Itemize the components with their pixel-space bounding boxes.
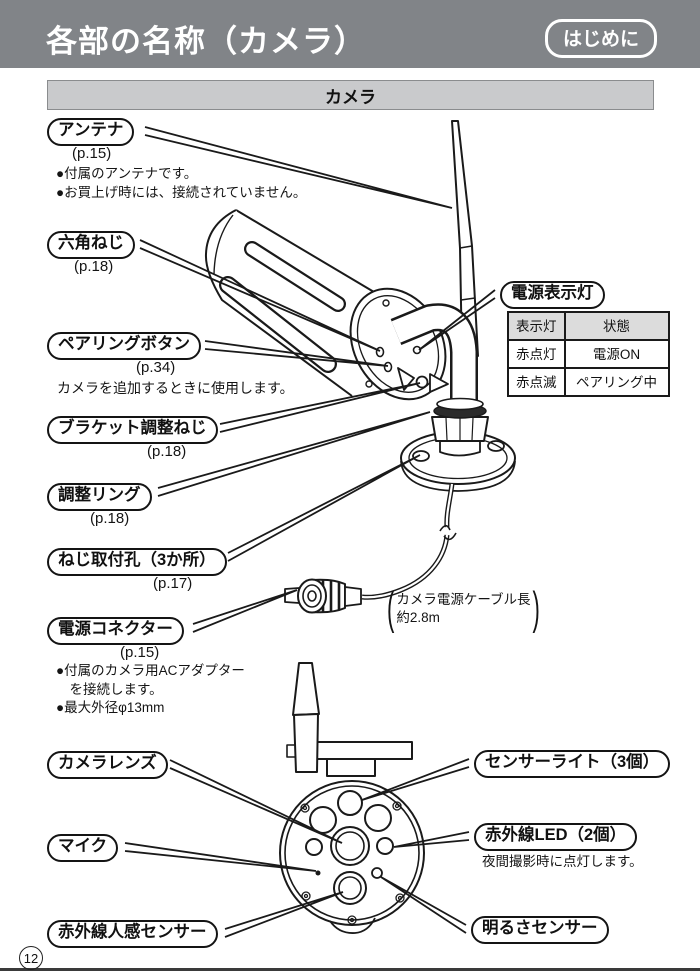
power-cable-part (361, 483, 457, 600)
notes-antenna: ●付属のアンテナです。 ●お買上げ時には、接続されていません。 (56, 166, 307, 200)
ir-led-part (305, 838, 323, 856)
label-hex-screw: 六角ねじ (47, 231, 135, 259)
label-screw-holes: ねじ取付孔（3か所） (47, 548, 227, 576)
table-header-row: 表示灯 状態 (507, 311, 670, 341)
section-bar: カメラ (47, 80, 654, 110)
table-cell: 赤点滅 (507, 367, 566, 397)
label-camera-lens: カメラレンズ (47, 751, 168, 779)
table-row: 赤点滅 ペアリング中 (507, 367, 670, 397)
label-ir-led: 赤外線LED（2個） (474, 823, 638, 851)
pageref-antenna: (p.15) (72, 145, 112, 162)
label-power-connector: 電源コネクター (47, 617, 184, 645)
caption-ir-led: 夜間撮影時に点灯します。 (482, 854, 643, 869)
cable-length-note: ( カメラ電源ケーブル長 約2.8m ) (387, 586, 540, 631)
table-cell: ペアリング中 (563, 367, 670, 397)
pairing-button-part (383, 361, 393, 373)
cable-note-line2: 約2.8m (396, 610, 440, 626)
power-connector-part (284, 578, 362, 614)
label-bracket-screw: ブラケット調整ねじ (47, 416, 218, 444)
screw-hole-part (412, 450, 430, 462)
label-brightness-sensor: 明るさセンサー (471, 916, 609, 944)
brightness-sensor-part (371, 867, 383, 879)
hex-screw-part (375, 346, 385, 358)
label-adjust-ring: 調整リング (47, 483, 152, 511)
close-paren: ) (532, 582, 540, 634)
label-sensor-light: センサーライト（3個） (474, 750, 671, 778)
power-indicator-table: 表示灯 状態 赤点灯 電源ON 赤点滅 ペアリング中 (507, 311, 670, 397)
label-antenna: アンテナ (47, 118, 135, 146)
table-cell: 電源ON (563, 339, 670, 369)
open-paren: ( (387, 582, 395, 634)
bracket-screw-part (397, 367, 449, 393)
camera-front-view (279, 662, 425, 934)
pageref-power-connector: (p.15) (120, 644, 160, 661)
page-number: 12 (19, 946, 43, 970)
adjust-ring-part (431, 397, 489, 442)
camera-side-view (204, 120, 516, 614)
pageref-hex-screw: (p.18) (74, 258, 114, 275)
table-row: 赤点灯 電源ON (507, 339, 670, 369)
sensor-light-part (337, 790, 363, 816)
page-title: 各部の名称（カメラ） (46, 24, 366, 59)
mic-part (315, 870, 321, 876)
caption-pairing-button: カメラを追加するときに使用します。 (57, 380, 294, 396)
label-pairing-button: ペアリングボタン (47, 332, 201, 360)
lens-part (330, 826, 370, 866)
table-header-cell: 表示灯 (507, 311, 566, 341)
pageref-screw-holes: (p.17) (153, 575, 193, 592)
cable-note-line1: カメラ電源ケーブル長 (396, 592, 531, 607)
pageref-adjust-ring: (p.18) (90, 510, 130, 527)
notes-power-connector: ●付属のカメラ用ACアダプター を接続します。 ●最大外径φ13mm (56, 663, 245, 716)
label-mic: マイク (47, 834, 119, 862)
screw-hole-part (487, 440, 505, 452)
table-cell: 赤点灯 (507, 339, 566, 369)
antenna-front-part (292, 662, 320, 773)
footer-rule (0, 968, 700, 971)
pageref-bracket-screw: (p.18) (147, 443, 187, 460)
pageref-pairing-button: (p.34) (136, 359, 176, 376)
ir-human-sensor-part (333, 871, 367, 905)
chapter-badge: はじめに (545, 19, 658, 58)
label-ir-human-sensor: 赤外線人感センサー (47, 920, 218, 948)
ir-led-part (376, 837, 394, 855)
mount-base-part (400, 431, 516, 492)
sensor-light-part (364, 804, 392, 832)
rim-screws (300, 801, 405, 925)
table-header-cell: 状態 (563, 311, 670, 341)
label-power-indicator: 電源表示灯 (500, 281, 605, 309)
leader-lines (124, 126, 496, 938)
